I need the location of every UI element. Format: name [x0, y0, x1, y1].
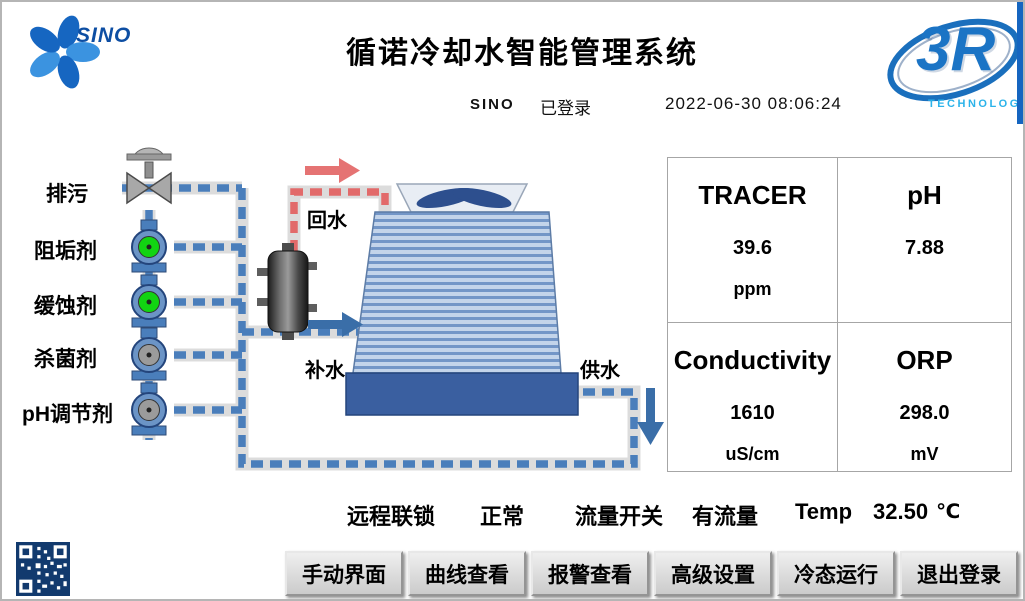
3r-logo-text: 3R [916, 15, 996, 84]
label-biocide: 杀菌剂 [34, 348, 97, 371]
heat-exchanger[interactable] [257, 243, 317, 340]
label-return-water: 回水 [307, 210, 347, 232]
cooling-tower [345, 183, 579, 416]
label-ph-adjuster: pH调节剂 [22, 403, 113, 426]
edge-accent-strip [1017, 2, 1023, 124]
measurement-ph: pH 7.88 [838, 158, 1011, 323]
measurement-name: pH [907, 180, 942, 210]
datetime: 2022-06-30 08:06:24 [665, 94, 842, 113]
interlock-value: 正常 [480, 504, 525, 529]
label-makeup-water: 补水 [305, 360, 345, 382]
alarm-view-button[interactable]: 报警查看 [531, 551, 649, 596]
tower-basin [345, 372, 579, 416]
temp-value: 32.50 [873, 499, 929, 524]
pump-corrosion-inhibitor[interactable] [131, 274, 167, 328]
measurement-value: 7.88 [905, 237, 944, 259]
blowdown-valve[interactable] [126, 147, 172, 205]
pump-scale-inhibitor[interactable] [131, 219, 167, 273]
makeup-flow-arrow-icon [308, 312, 363, 337]
measurement-conductivity: Conductivity 1610 uS/cm [668, 323, 838, 471]
flow-switch-value: 有流量 [692, 504, 759, 529]
measurement-unit: uS/cm [725, 444, 780, 464]
measurement-tracer: TRACER 39.6 ppm [668, 158, 838, 323]
label-supply-water: 供水 [580, 360, 620, 382]
supply-flow-arrow-icon [637, 388, 664, 445]
cold-run-button[interactable]: 冷态运行 [777, 551, 895, 596]
measurement-value: 39.6 [733, 237, 772, 259]
return-flow-arrow-icon [305, 158, 360, 183]
measurement-unit: ppm [733, 279, 772, 299]
measurement-name: ORP [896, 345, 953, 375]
status-bar: 远程联锁 正常 流量开关 有流量 Temp 32.50 ℃ [2, 499, 1023, 529]
advanced-settings-button[interactable]: 高级设置 [654, 551, 772, 596]
logout-button[interactable]: 退出登录 [900, 551, 1018, 596]
manual-screen-button[interactable]: 手动界面 [285, 551, 403, 596]
pump-biocide[interactable] [131, 327, 167, 381]
tower-body [352, 211, 562, 374]
fan-deck [395, 183, 529, 213]
measurement-panel: TRACER 39.6 ppm pH 7.88 Conductivity 161… [667, 157, 1012, 472]
label-blowdown: 排污 [46, 183, 88, 206]
sino-logo-text: SINO [76, 24, 132, 47]
curve-view-button[interactable]: 曲线查看 [408, 551, 526, 596]
login-status: 已登录 [540, 99, 591, 118]
measurement-name: Conductivity [673, 345, 832, 375]
temp-label: Temp [795, 499, 853, 524]
label-scale-inhibitor: 阻垢剂 [34, 240, 97, 263]
nav-button-row: 手动界面 曲线查看 报警查看 高级设置 冷态运行 退出登录 [285, 551, 1018, 596]
measurement-value: 298.0 [899, 402, 950, 424]
pipe-casing [122, 181, 641, 471]
pump-ph-adjuster[interactable] [131, 382, 167, 436]
fan-blade-icon [452, 187, 512, 209]
pipe-cold-water [122, 184, 638, 468]
3r-logo-subtext: TECHNOLOGY [928, 98, 1025, 110]
qr-code [16, 542, 70, 596]
measurement-name: TRACER [698, 180, 807, 210]
measurement-value: 1610 [730, 402, 775, 424]
fan-blade-icon [416, 187, 476, 209]
header-user: SINO [470, 96, 515, 113]
page-title: 循诺冷却水智能管理系统 [346, 37, 698, 70]
label-corrosion-inhibitor: 缓蚀剂 [34, 295, 97, 318]
flow-switch-label: 流量开关 [575, 504, 664, 529]
interlock-label: 远程联锁 [347, 504, 436, 529]
measurement-orp: ORP 298.0 mV [838, 323, 1011, 471]
temp-unit: ℃ [936, 501, 961, 523]
measurement-unit: mV [910, 444, 939, 464]
